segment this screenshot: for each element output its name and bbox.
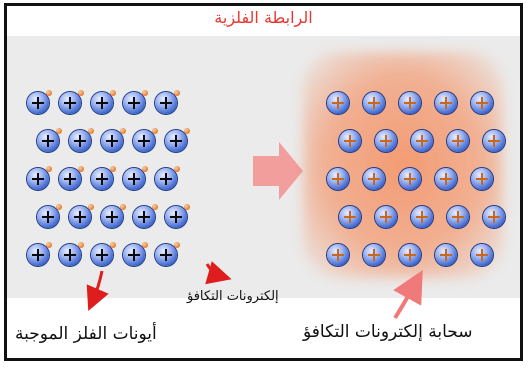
diagram-frame: الرابطة الفلزية إلكترونات التكافؤ أيونات…	[4, 3, 523, 361]
valence-electron	[174, 166, 180, 172]
valence-electron	[56, 204, 62, 210]
valence-electron	[46, 242, 52, 248]
positive-ion	[27, 244, 49, 266]
electron-cloud	[303, 52, 503, 278]
positive-ion	[435, 168, 457, 190]
positive-ion	[375, 206, 397, 228]
positive-ion	[69, 130, 91, 152]
positive-ion	[363, 92, 385, 114]
positive-ion	[435, 244, 457, 266]
positive-ion	[447, 130, 469, 152]
valence-electron	[110, 242, 116, 248]
positive-ion	[363, 244, 385, 266]
positive-ion	[91, 244, 113, 266]
positive-ion	[59, 168, 81, 190]
valence-electron	[120, 128, 126, 134]
positive-ion	[101, 206, 123, 228]
positive-ion	[27, 92, 49, 114]
positive-ion	[411, 206, 433, 228]
arrows-layer	[86, 142, 423, 320]
valence-electron	[78, 90, 84, 96]
positive-ion	[339, 206, 361, 228]
positive-ion	[37, 130, 59, 152]
valence-electron	[46, 166, 52, 172]
cloud-pointer-arrow	[393, 270, 423, 320]
valence-electron	[46, 90, 52, 96]
positive-ion	[155, 244, 177, 266]
valence-electron	[174, 242, 180, 248]
positive-ion	[411, 130, 433, 152]
positive-ion	[399, 92, 421, 114]
positive-ion	[375, 130, 397, 152]
positive-ion	[363, 168, 385, 190]
positive-ion	[59, 244, 81, 266]
ion-pointer-arrow	[86, 270, 109, 312]
diagram-title: الرابطة الفلزية	[214, 8, 313, 27]
valence-electron	[184, 128, 190, 134]
title-band: الرابطة الفلزية	[7, 6, 520, 36]
positive-ion	[471, 92, 493, 114]
positive-ion	[471, 244, 493, 266]
positive-ion	[327, 92, 349, 114]
transition-arrow	[253, 142, 303, 200]
valence-electron	[88, 204, 94, 210]
positive-ion	[69, 206, 91, 228]
positive-metal-ions-label: أيونات الفلز الموجبة	[15, 324, 157, 344]
positive-ion	[471, 168, 493, 190]
valence-electron	[78, 166, 84, 172]
positive-ion	[399, 244, 421, 266]
valence-electron	[142, 166, 148, 172]
valence-electron	[56, 128, 62, 134]
positive-ion	[133, 130, 155, 152]
positive-ion	[155, 92, 177, 114]
valence-electrons-label: إلكترونات التكافؤ	[187, 289, 279, 304]
positive-ion	[27, 168, 49, 190]
positive-ion	[435, 92, 457, 114]
valence-electron-cloud-label: سحابة إلكترونات التكافؤ	[303, 322, 473, 342]
positive-ion	[123, 168, 145, 190]
positive-ion	[101, 130, 123, 152]
positive-ion	[37, 206, 59, 228]
valence-electron	[78, 242, 84, 248]
positive-ion	[123, 244, 145, 266]
positive-ion	[399, 168, 421, 190]
positive-ion	[165, 130, 187, 152]
positive-ion	[327, 244, 349, 266]
positive-ion	[123, 92, 145, 114]
valence-electron	[120, 204, 126, 210]
valence-electron	[110, 90, 116, 96]
valence-electron	[174, 90, 180, 96]
positive-ion	[91, 168, 113, 190]
valence-electron	[110, 166, 116, 172]
valence-electron	[88, 128, 94, 134]
positive-ion	[339, 130, 361, 152]
positive-ion	[91, 92, 113, 114]
positive-ion	[59, 92, 81, 114]
positive-ion	[165, 206, 187, 228]
positive-ion	[483, 130, 505, 152]
valence-electron	[152, 204, 158, 210]
electron-pointer-arrow	[205, 261, 232, 285]
positive-ion	[327, 168, 349, 190]
positive-ion	[155, 168, 177, 190]
valence-electron	[142, 242, 148, 248]
valence-electron	[184, 204, 190, 210]
positive-ion	[447, 206, 469, 228]
positive-ion	[483, 206, 505, 228]
valence-electron	[152, 128, 158, 134]
valence-electron	[142, 90, 148, 96]
positive-ion	[133, 206, 155, 228]
